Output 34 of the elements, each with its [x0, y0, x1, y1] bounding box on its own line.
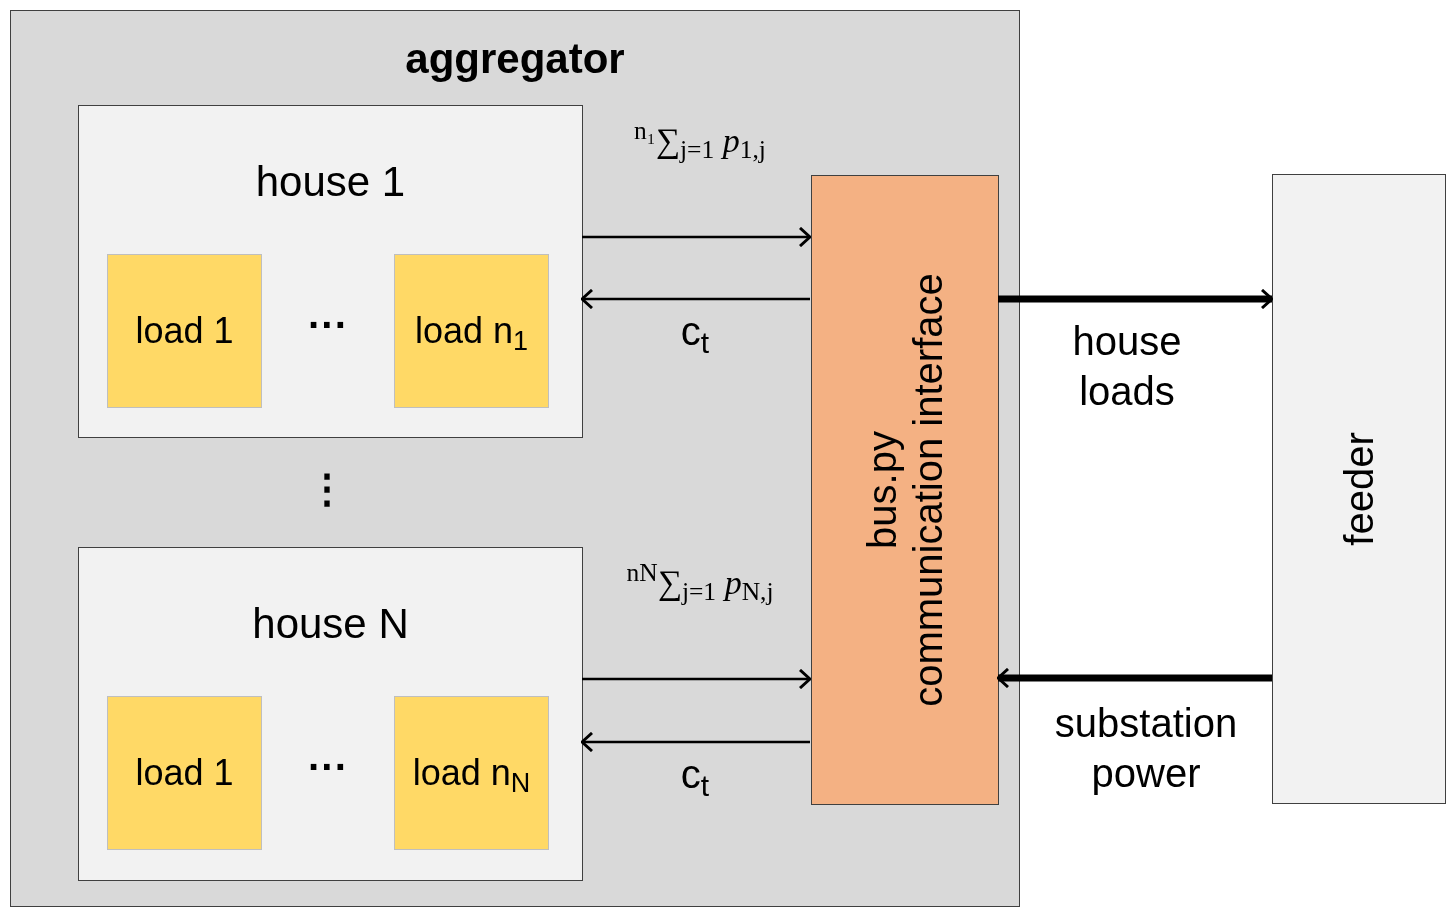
edge-label: c$_{t}$ [679, 308, 711, 356]
load-label: load n$_{N}$ [412, 751, 531, 800]
load-box [107, 254, 262, 408]
vertical-label: bus.py [859, 430, 905, 551]
ellipsis: ⋮ [307, 468, 347, 508]
edge-label: house loads [1071, 318, 1183, 415]
house-box [78, 547, 583, 881]
feeder-box [1272, 174, 1446, 804]
load-label: load 1 [135, 751, 234, 795]
house-box [78, 105, 583, 438]
formula-label: $^{n₁}$∑$_{j=1}$ p$_{1,j}$ [633, 120, 767, 163]
ellipsis: ··· [308, 747, 348, 787]
load-label: load n$_{1}$ [414, 309, 529, 358]
formula-label: $^{nN}$∑$_{j=1}$ p$_{N,j}$ [625, 562, 775, 605]
load-box [394, 254, 549, 408]
arrow [580, 288, 810, 310]
arrow [996, 667, 1272, 689]
house-title: house N [251, 599, 410, 649]
edge-label: substation power [1053, 700, 1239, 797]
vertical-label: communication interface [905, 273, 951, 707]
interface-box [811, 175, 999, 805]
arrow [582, 668, 812, 690]
load-label: load 1 [135, 309, 234, 353]
arrow [582, 226, 812, 248]
vertical-label: feeder [1336, 432, 1382, 546]
panel-title: aggregator [404, 34, 626, 84]
arrow [998, 288, 1274, 310]
aggregator-panel [10, 10, 1020, 907]
house-title: house 1 [254, 157, 407, 207]
arrow [580, 731, 810, 753]
ellipsis: ··· [308, 305, 348, 345]
load-box [394, 696, 549, 850]
load-box [107, 696, 262, 850]
edge-label: c$_{t}$ [679, 751, 711, 799]
